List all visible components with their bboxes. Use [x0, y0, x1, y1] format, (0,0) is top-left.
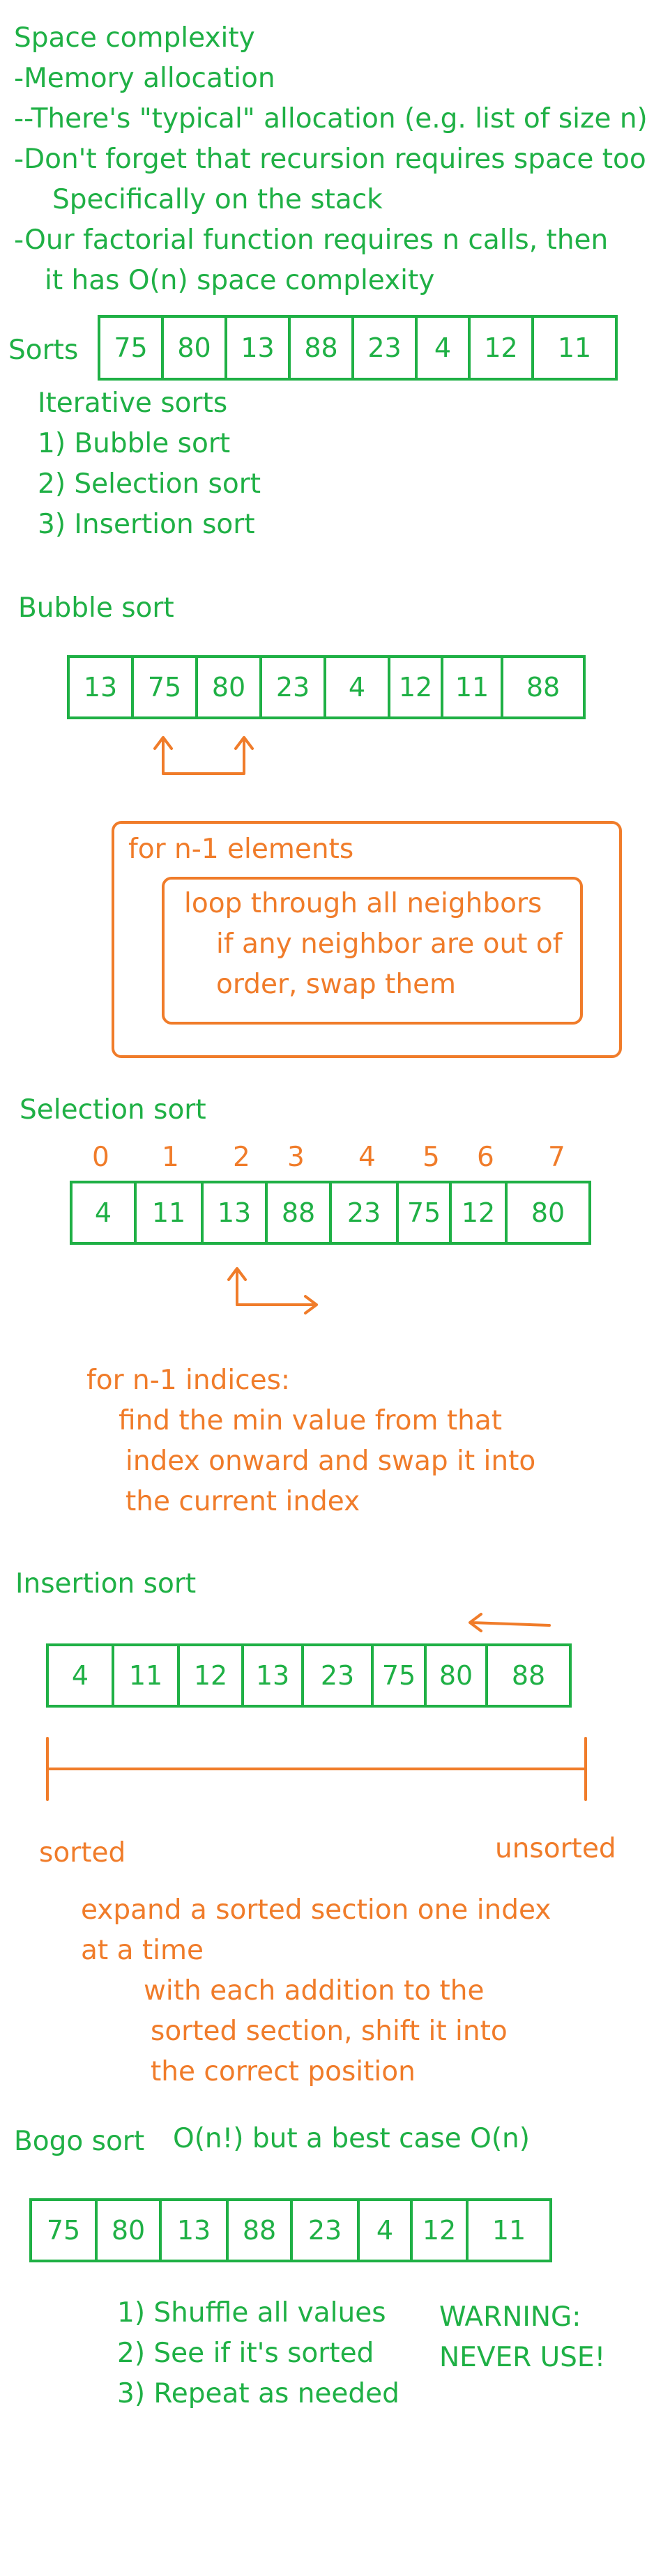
- array-cell: 23: [259, 655, 326, 719]
- selection-text-3: index onward and swap it into: [125, 1446, 536, 1477]
- bubble-inner-line-1: loop through all neighbors: [184, 888, 542, 919]
- space-line-4: Specifically on the stack: [52, 184, 383, 215]
- sorts-label: Sorts: [8, 335, 79, 366]
- array-cell: 13: [159, 2198, 229, 2262]
- array-cell: 88: [288, 315, 354, 381]
- insertion-text-4: sorted section, shift it into: [151, 2016, 508, 2047]
- array-cell: 80: [95, 2198, 162, 2262]
- array-cell: 75: [371, 1643, 427, 1708]
- bubble-inner-line-2: if any neighbor are out of: [216, 928, 563, 960]
- warning-line-2: NEVER USE!: [439, 2342, 606, 2373]
- space-line-2: --There's "typical" allocation (e.g. lis…: [14, 103, 647, 135]
- left-arrow-icon: [469, 1613, 551, 1632]
- array-cell: 4: [324, 655, 390, 719]
- sorted-label: sorted: [39, 1837, 126, 1869]
- array-cell: 11: [531, 315, 618, 381]
- array-cell: 80: [161, 315, 227, 381]
- space-title: Space complexity: [14, 22, 255, 54]
- array-cell: 13: [201, 1181, 268, 1245]
- array-cell: 23: [351, 315, 418, 381]
- array-cell: 88: [226, 2198, 293, 2262]
- index-label: 3: [287, 1142, 305, 1173]
- array-cell: 11: [441, 655, 503, 719]
- move-arrow-icon: [227, 1267, 318, 1314]
- array-cell: 12: [388, 655, 443, 719]
- bubble-outer-loop-box: [112, 821, 622, 1058]
- array-cell: 88: [485, 1643, 572, 1708]
- index-label: 1: [162, 1142, 179, 1173]
- bubble-outer-text: for n-1 elements: [128, 834, 354, 865]
- array-cell: 80: [424, 1643, 488, 1708]
- unsorted-label: unsorted: [495, 1833, 616, 1864]
- bogo-title: Bogo sort: [14, 2126, 145, 2157]
- array-cell: 12: [410, 2198, 469, 2262]
- selection-text-2: find the min value from that: [119, 1405, 503, 1436]
- bogo-step-3: 3) Repeat as needed: [117, 2378, 399, 2409]
- insertion-text-2: at a time: [81, 1935, 204, 1966]
- selection-text-1: for n-1 indices:: [86, 1365, 291, 1396]
- bogo-array: 75 80 13 88 23 4 12 11: [29, 2198, 552, 2262]
- array-cell: 11: [134, 1181, 204, 1245]
- index-label: 6: [477, 1142, 494, 1173]
- index-label: 2: [233, 1142, 250, 1173]
- sort-list-item-1: 1) Bubble sort: [38, 428, 231, 459]
- array-cell: 4: [415, 315, 471, 381]
- space-line-3: -Don't forget that recursion requires sp…: [14, 144, 646, 175]
- array-cell: 23: [329, 1181, 399, 1245]
- array-cell: 4: [357, 2198, 413, 2262]
- bubble-array: 13 75 80 23 4 12 11 88: [67, 655, 586, 719]
- array-cell: 23: [290, 2198, 360, 2262]
- array-cell: 75: [396, 1181, 452, 1245]
- selection-text-4: the current index: [125, 1486, 360, 1517]
- array-cell: 75: [131, 655, 198, 719]
- sort-list-item-3: 3) Insertion sort: [38, 509, 255, 540]
- insertion-text-3: with each addition to the: [144, 1975, 485, 2007]
- array-cell: 4: [70, 1181, 137, 1245]
- space-line-1: -Memory allocation: [14, 63, 275, 94]
- array-cell: 75: [98, 315, 164, 381]
- insertion-title: Insertion sort: [15, 1568, 197, 1600]
- array-cell: 80: [505, 1181, 591, 1245]
- array-cell: 11: [466, 2198, 552, 2262]
- bubble-inner-line-3: order, swap them: [216, 969, 457, 1000]
- array-cell: 12: [177, 1643, 244, 1708]
- index-label: 7: [548, 1142, 565, 1173]
- insertion-text-5: the correct position: [151, 2056, 416, 2087]
- selection-array: 4 11 13 88 23 75 12 80: [70, 1181, 591, 1245]
- array-cell: 13: [224, 315, 291, 381]
- array-cell: 88: [501, 655, 586, 719]
- array-cell: 4: [46, 1643, 114, 1708]
- index-label: 0: [92, 1142, 109, 1173]
- insertion-array: 4 11 12 13 23 75 80 88: [46, 1643, 572, 1708]
- swap-arrow-icon: [153, 736, 254, 775]
- array-cell: 13: [241, 1643, 304, 1708]
- sorted-range-bracket: [46, 1737, 587, 1801]
- array-cell: 11: [112, 1643, 180, 1708]
- space-line-5: -Our factorial function requires n calls…: [14, 224, 609, 256]
- array-cell: 23: [301, 1643, 374, 1708]
- array-cell: 12: [468, 315, 534, 381]
- array-cell: 80: [195, 655, 262, 719]
- sorts-array: 75 80 13 88 23 4 12 11: [98, 315, 618, 381]
- insertion-text-1: expand a sorted section one index: [81, 1894, 551, 1926]
- array-cell: 12: [449, 1181, 508, 1245]
- array-cell: 75: [29, 2198, 98, 2262]
- space-line-6: it has O(n) space complexity: [45, 265, 435, 296]
- index-label: 4: [358, 1142, 376, 1173]
- bogo-step-1: 1) Shuffle all values: [117, 2297, 386, 2329]
- iterative-sorts-heading: Iterative sorts: [38, 388, 228, 419]
- bubble-title: Bubble sort: [18, 592, 174, 624]
- bubble-inner-loop-box: [162, 877, 583, 1025]
- array-cell: 13: [67, 655, 134, 719]
- bogo-complexity: O(n!) but a best case O(n): [173, 2123, 530, 2154]
- selection-title: Selection sort: [20, 1094, 206, 1126]
- sort-list-item-2: 2) Selection sort: [38, 468, 261, 500]
- array-cell: 88: [265, 1181, 332, 1245]
- warning-line-1: WARNING:: [439, 2301, 581, 2333]
- bogo-step-2: 2) See if it's sorted: [117, 2338, 374, 2369]
- index-label: 5: [423, 1142, 440, 1173]
